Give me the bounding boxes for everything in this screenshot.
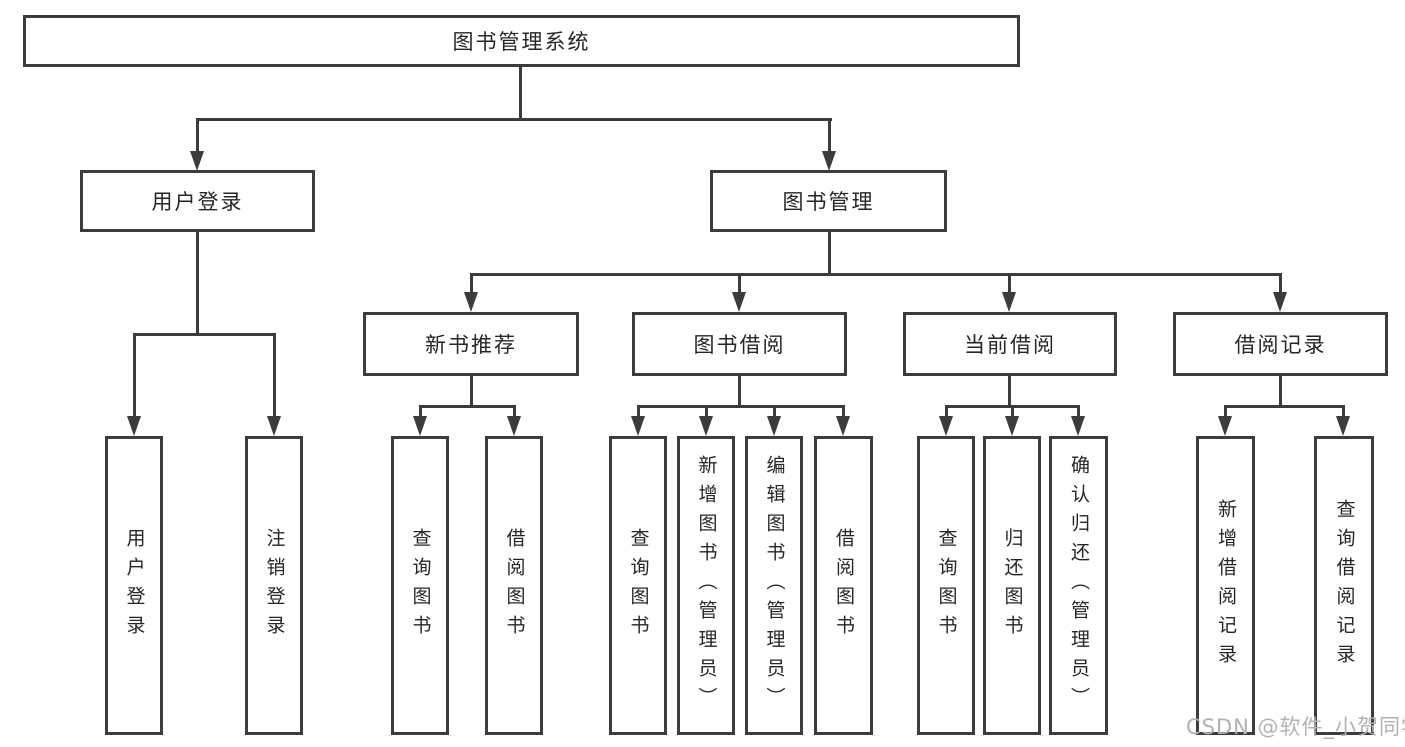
arrowhead-bb-add-book [699, 416, 713, 436]
connector-user-login-bar [133, 333, 276, 336]
leaf-logout-label: 注销登录 [263, 527, 286, 644]
connector-user-login-shaft-2 [273, 333, 276, 418]
leaf-nbr-borrow-books-label: 借阅图书 [503, 527, 526, 644]
connector-book-mgmt-shaft-3 [1008, 273, 1011, 294]
connector-bb-shaft-1 [637, 405, 640, 418]
leaf-nbr-query-books: 查询图书 [391, 436, 449, 735]
arrowhead-cb-confirm-return [1071, 416, 1085, 436]
connector-user-login-stem [196, 232, 199, 336]
leaf-bb-add-book-admin: 新增图书（管理员） [677, 436, 735, 735]
node-new-book-recommend: 新书推荐 [363, 312, 579, 376]
arrowhead-cb-query-books [939, 416, 953, 436]
connector-bb-shaft-4 [842, 405, 845, 418]
node-book-borrow: 图书借阅 [632, 312, 847, 376]
connector-nbr-stem [470, 376, 473, 408]
connector-bb-bar [637, 405, 845, 408]
leaf-bb-borrow-books-label: 借阅图书 [833, 527, 855, 644]
arrowhead-book-borrow [732, 292, 746, 312]
connector-root-right-shaft [828, 118, 831, 155]
arrowhead-cb-return-book [1005, 416, 1019, 436]
leaf-cb-confirm-return-admin: 确认归还（管理员） [1049, 436, 1108, 735]
leaf-bb-borrow-books: 借阅图书 [814, 436, 873, 735]
connector-nbr-bar [419, 405, 516, 408]
connector-bb-stem [738, 376, 741, 408]
leaf-cb-query-books: 查询图书 [917, 436, 975, 735]
connector-book-mgmt-stem [828, 232, 831, 276]
leaf-cb-return-book: 归还图书 [983, 436, 1041, 735]
connector-br-shaft-1 [1224, 405, 1227, 418]
node-book-management-label: 图书管理 [782, 190, 875, 214]
leaf-br-query-borrow-record: 查询借阅记录 [1314, 436, 1374, 735]
connector-bb-shaft-2 [705, 405, 708, 418]
arrowhead-bb-borrow-books [836, 416, 850, 436]
csdn-watermark: CSDN @软件_小贺同学 [1186, 715, 1405, 739]
arrowhead-nbr-query-books [413, 416, 427, 436]
leaf-bb-edit-book-admin-label: 编辑图书（管理员） [763, 455, 786, 716]
arrowhead-bb-query-books [631, 416, 645, 436]
connector-cb-stem [1008, 376, 1011, 408]
connector-book-mgmt-shaft-4 [1279, 273, 1282, 294]
leaf-cb-confirm-return-admin-label: 确认归还（管理员） [1068, 455, 1090, 716]
connector-book-mgmt-shaft-1 [470, 273, 473, 294]
connector-br-bar [1224, 405, 1344, 408]
node-user-login: 用户登录 [80, 170, 315, 232]
node-current-borrow: 当前借阅 [903, 312, 1117, 376]
arrowhead-leaf-logout [267, 416, 281, 436]
leaf-br-query-borrow-record-label: 查询借阅记录 [1333, 498, 1356, 673]
connector-user-login-shaft-1 [133, 333, 136, 418]
connector-root-left-shaft [196, 118, 199, 155]
node-user-login-label: 用户登录 [151, 190, 244, 214]
arrowhead-current-borrow [1002, 292, 1016, 312]
leaf-br-add-borrow-record-label: 新增借阅记录 [1215, 498, 1237, 673]
node-borrow-records-label: 借阅记录 [1234, 333, 1327, 357]
leaf-br-add-borrow-record: 新增借阅记录 [1196, 436, 1255, 735]
connector-root-stem [519, 67, 522, 118]
leaf-bb-edit-book-admin: 编辑图书（管理员） [745, 436, 803, 735]
leaf-user-login: 用户登录 [105, 436, 163, 735]
leaf-user-login-label: 用户登录 [123, 527, 146, 644]
connector-nbr-shaft-1 [419, 405, 422, 418]
leaf-nbr-query-books-label: 查询图书 [409, 527, 432, 644]
leaf-cb-return-book-label: 归还图书 [1001, 527, 1024, 644]
connector-book-mgmt-bar [470, 273, 1282, 276]
leaf-nbr-borrow-books: 借阅图书 [485, 436, 543, 735]
arrowhead-nbr-borrow-books [507, 416, 521, 436]
node-book-borrow-label: 图书借阅 [693, 333, 786, 357]
connector-nbr-shaft-2 [513, 405, 516, 418]
connector-book-mgmt-shaft-2 [738, 273, 741, 294]
connector-cb-shaft-2 [1011, 405, 1014, 418]
leaf-bb-add-book-admin-label: 新增图书（管理员） [695, 455, 718, 716]
node-book-management: 图书管理 [710, 170, 947, 232]
leaf-bb-query-books-label: 查询图书 [627, 527, 650, 644]
arrowhead-br-query-record [1336, 416, 1350, 436]
connector-cb-shaft-1 [945, 405, 948, 418]
node-root: 图书管理系统 [23, 15, 1020, 67]
node-new-book-recommend-label: 新书推荐 [425, 333, 517, 357]
connector-br-stem [1279, 376, 1282, 408]
leaf-cb-query-books-label: 查询图书 [935, 527, 958, 644]
arrowhead-user-login [190, 151, 204, 171]
connector-cb-shaft-3 [1077, 405, 1080, 418]
arrowhead-leaf-user-login [127, 416, 141, 436]
leaf-bb-query-books: 查询图书 [609, 436, 667, 735]
arrowhead-new-book-recommend [464, 292, 478, 312]
connector-bb-shaft-3 [773, 405, 776, 418]
leaf-logout: 注销登录 [245, 436, 303, 735]
connector-br-shaft-2 [1342, 405, 1345, 418]
arrowhead-br-add-record [1218, 416, 1232, 436]
connector-root-bar [196, 118, 832, 121]
arrowhead-borrow-records [1273, 292, 1287, 312]
node-borrow-records: 借阅记录 [1173, 312, 1388, 376]
arrowhead-bb-edit-book [767, 416, 781, 436]
node-current-borrow-label: 当前借阅 [964, 333, 1056, 357]
node-root-label: 图书管理系统 [452, 30, 591, 54]
arrowhead-book-management [822, 151, 836, 171]
